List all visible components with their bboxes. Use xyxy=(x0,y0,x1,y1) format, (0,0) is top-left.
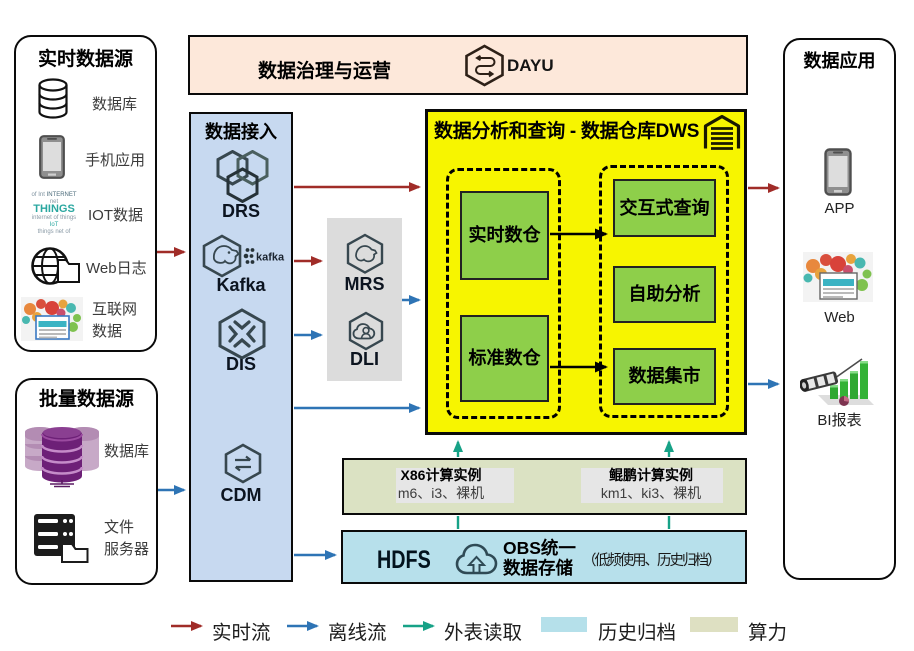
svg-text:kafka: kafka xyxy=(256,252,285,264)
